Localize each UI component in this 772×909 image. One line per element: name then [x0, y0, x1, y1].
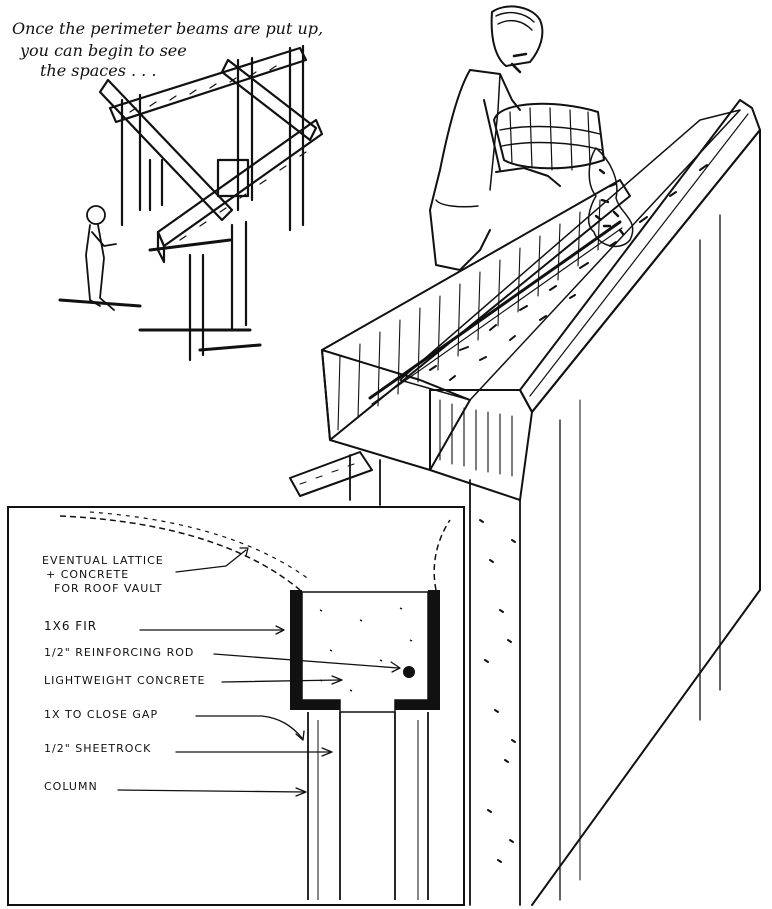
- person-figure: [85, 205, 117, 311]
- caption-line-1: Once the perimeter beams are put up,: [12, 19, 323, 38]
- worker-figure: [429, 5, 634, 271]
- label-gap: 1X TO CLOSE GAP: [44, 708, 158, 721]
- caption-line-2: you can begin to see: [19, 41, 187, 60]
- label-column: COLUMN: [44, 780, 98, 793]
- section-detail: EVENTUAL LATTICE + CONCRETE FOR ROOF VAU…: [7, 506, 465, 906]
- label-fir: 1X6 FIR: [44, 619, 97, 633]
- caption-line-3: the spaces . . .: [40, 61, 156, 80]
- label-lattice-2: + CONCRETE: [46, 568, 129, 581]
- lattice-arc: [59, 515, 301, 591]
- frame-sketch: [58, 44, 324, 362]
- label-lattice-1: EVENTUAL LATTICE: [42, 554, 164, 567]
- beam-form: [289, 99, 761, 906]
- beam-section: [290, 590, 440, 900]
- rebar-dot: [403, 666, 415, 678]
- label-concrete: LIGHTWEIGHT CONCRETE: [44, 674, 205, 687]
- label-rod: 1/2" REINFORCING ROD: [44, 646, 194, 659]
- leader-lines: [117, 547, 401, 797]
- label-lattice-3: FOR ROOF VAULT: [54, 582, 163, 595]
- label-sheetrock: 1/2" SHEETROCK: [44, 742, 151, 755]
- caption: Once the perimeter beams are put up, you…: [12, 19, 323, 80]
